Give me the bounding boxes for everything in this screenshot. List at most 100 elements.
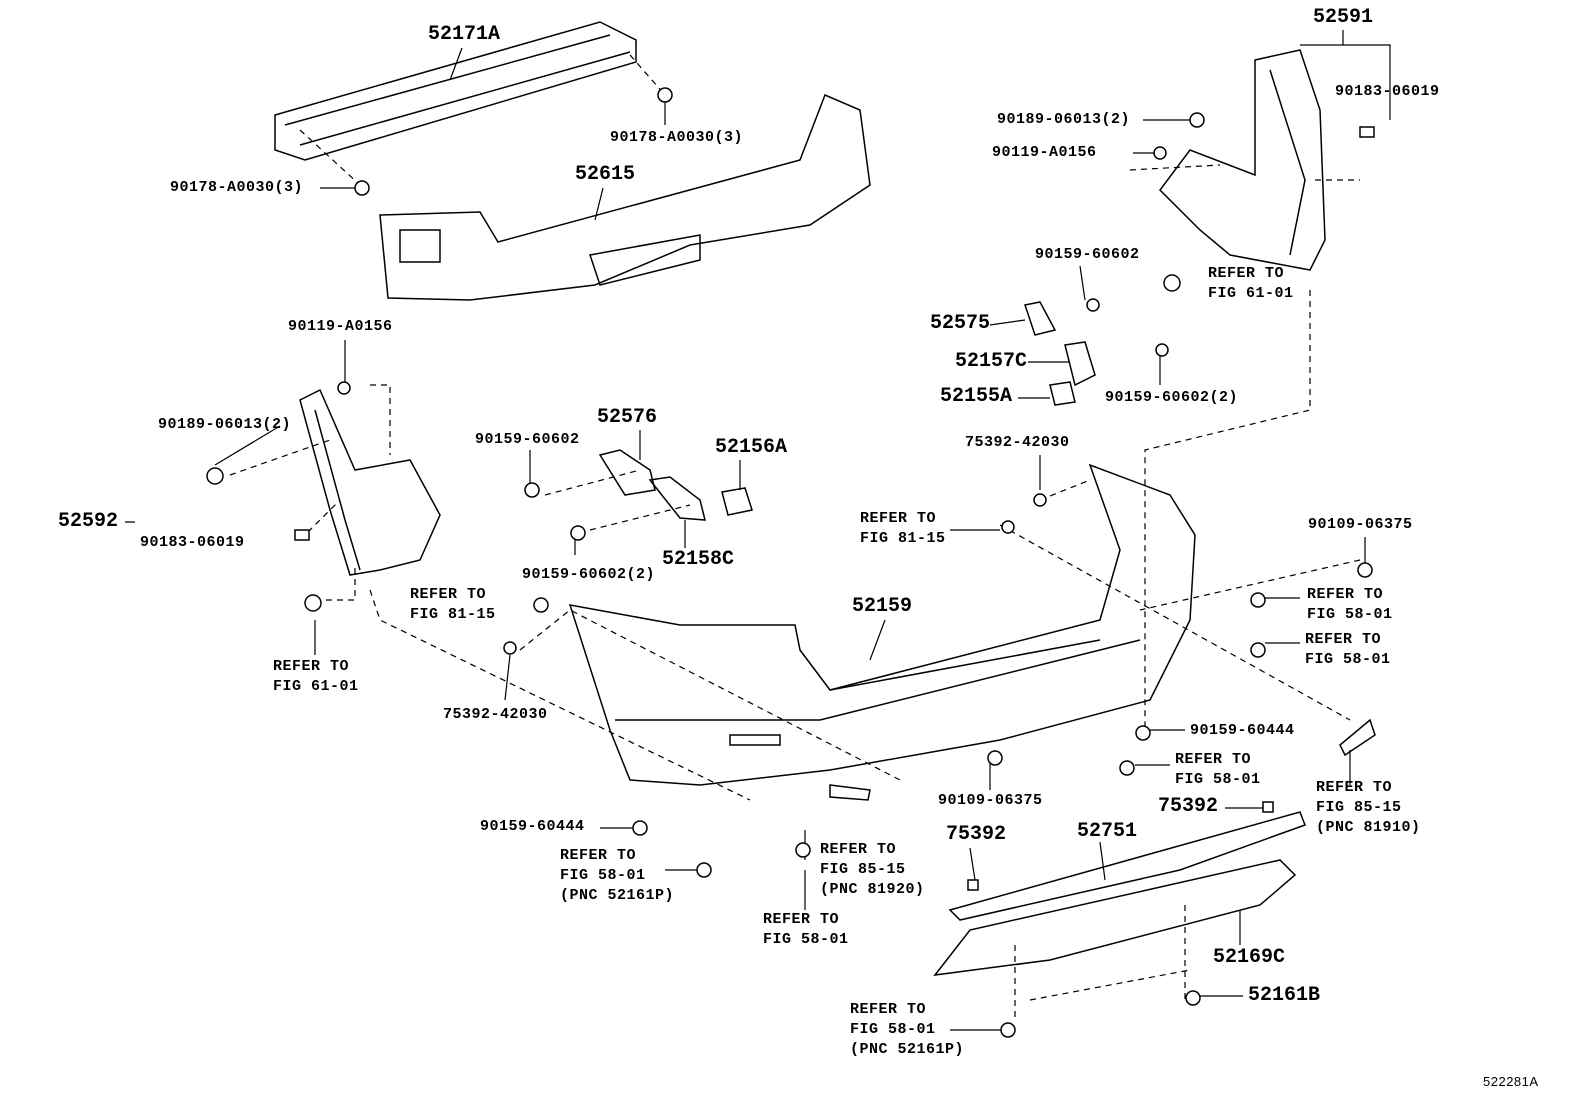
label-text: REFER TO — [410, 586, 487, 603]
label-text: FIG 85-15 — [1316, 799, 1402, 816]
label-text: FIG 61-01 — [273, 678, 359, 695]
part-number-90178[interactable]: 90178-A0030(3) — [170, 178, 303, 198]
label-text: 52171A — [428, 23, 501, 46]
label-text: 90183-06019 — [1335, 83, 1440, 100]
part-number-90109[interactable]: 90109-06375 — [1308, 515, 1413, 535]
fasteners — [206, 87, 1375, 1038]
label-text: REFER TO — [1208, 265, 1285, 282]
label-text: 90178-A0030(3) — [610, 129, 744, 146]
label-text: FIG 58-01 — [1305, 651, 1391, 668]
part-number-90159[interactable]: 90159-60444 — [1190, 721, 1295, 741]
label-text: 90189-06013(2) — [158, 416, 292, 433]
label-text: 90109-06375 — [1308, 516, 1413, 533]
label-text: 52155A — [940, 385, 1013, 408]
label-text: 52575 — [930, 312, 991, 335]
refer-fig-61-01[interactable]: REFER TO FIG 61-01 — [1208, 264, 1294, 304]
label-text: 90159-60444 — [480, 818, 585, 835]
part-number-52169C[interactable]: 52169C — [1213, 947, 1285, 969]
label-text: (PNC 81920) — [820, 881, 925, 898]
label-text: REFER TO — [820, 841, 897, 858]
part-number-90159[interactable]: 90159-60602(2) — [1105, 388, 1238, 408]
label-text: 52156A — [715, 436, 788, 459]
part-number-75392[interactable]: 75392 — [946, 824, 1006, 846]
part-number-90189[interactable]: 90189-06013(2) — [997, 110, 1130, 130]
label-text: 52592 — [58, 510, 119, 533]
side-brackets — [598, 301, 1096, 521]
part-number-52592[interactable]: 52592 — [58, 511, 118, 533]
label-text: 52157C — [955, 350, 1028, 373]
label-text: REFER TO — [1175, 751, 1252, 768]
part-number-52575[interactable]: 52575 — [930, 313, 990, 335]
part-number-90109[interactable]: 90109-06375 — [938, 791, 1043, 811]
part-number-90159[interactable]: 90159-60444 — [480, 817, 585, 837]
part-number-90119[interactable]: 90119-A0156 — [288, 317, 393, 337]
label-text: REFER TO — [1316, 779, 1393, 796]
part-number-90178[interactable]: 90178-A0030(3) — [610, 128, 743, 148]
part-number-52171A[interactable]: 52171A — [428, 24, 500, 46]
part-number-52155A[interactable]: 52155A — [940, 386, 1012, 408]
part-number-90183[interactable]: 90183-06019 — [140, 533, 245, 553]
part-number-52157C[interactable]: 52157C — [955, 351, 1027, 373]
part-number-52161B[interactable]: 52161B — [1248, 985, 1320, 1007]
part-number-90119[interactable]: 90119-A0156 — [992, 143, 1097, 163]
label-text: 90119-A0156 — [288, 318, 393, 335]
part-number-52615[interactable]: 52615 — [575, 164, 635, 186]
rear-moldings — [829, 718, 1376, 976]
part-number-90159[interactable]: 90159-60602 — [1035, 245, 1140, 265]
label-text: FIG 61-01 — [1208, 285, 1294, 302]
energy-absorber-part — [379, 94, 871, 301]
part-number-75392[interactable]: 75392 — [1158, 796, 1218, 818]
label-text: 52161B — [1248, 984, 1321, 1007]
label-text: 90119-A0156 — [992, 144, 1097, 161]
label-text: 75392 — [946, 823, 1007, 846]
part-number-75392[interactable]: 75392-42030 — [965, 433, 1070, 453]
label-text: FIG 58-01 — [850, 1021, 936, 1038]
label-text: FIG 58-01 — [1175, 771, 1261, 788]
part-number-75392[interactable]: 75392-42030 — [443, 705, 548, 725]
refer-fig-61-01[interactable]: REFER TO FIG 61-01 — [273, 657, 359, 697]
label-text: 90183-06019 — [140, 534, 245, 551]
label-text: 90159-60602(2) — [1105, 389, 1239, 406]
left-side-retainer-part — [299, 388, 441, 576]
label-text: 52576 — [597, 406, 658, 429]
label-text: 90159-60602 — [1035, 246, 1140, 263]
part-number-52156A[interactable]: 52156A — [715, 437, 787, 459]
label-text: 52751 — [1077, 820, 1138, 843]
label-text: 90178-A0030(3) — [170, 179, 304, 196]
label-text: (PNC 52161P) — [560, 887, 675, 904]
label-text: 90159-60444 — [1190, 722, 1295, 739]
part-number-52591[interactable]: 52591 — [1313, 7, 1373, 29]
label-text: FIG 81-15 — [860, 530, 946, 547]
label-text: 52591 — [1313, 6, 1374, 29]
part-number-52159[interactable]: 52159 — [852, 596, 912, 618]
label-text: REFER TO — [273, 658, 350, 675]
bumper-reinforcement-part — [274, 21, 637, 161]
label-text: FIG 58-01 — [560, 867, 646, 884]
refer-fig-58-01[interactable]: REFER TO FIG 58-01 — [1175, 750, 1261, 790]
part-number-90183[interactable]: 90183-06019 — [1335, 82, 1440, 102]
figure-id: 522281A — [1483, 1074, 1539, 1089]
part-number-90159[interactable]: 90159-60602(2) — [522, 565, 655, 585]
part-number-90189[interactable]: 90189-06013(2) — [158, 415, 291, 435]
part-number-90159[interactable]: 90159-60602 — [475, 430, 580, 450]
part-number-52158C[interactable]: 52158C — [662, 549, 734, 571]
part-number-52751[interactable]: 52751 — [1077, 821, 1137, 843]
label-text: REFER TO — [850, 1001, 927, 1018]
label-text: 52615 — [575, 163, 636, 186]
assembly-lines — [229, 54, 1361, 1020]
label-text: 52159 — [852, 595, 913, 618]
label-text: 52158C — [662, 548, 735, 571]
part-number-52576[interactable]: 52576 — [597, 407, 657, 429]
label-text: 90159-60602(2) — [522, 566, 656, 583]
